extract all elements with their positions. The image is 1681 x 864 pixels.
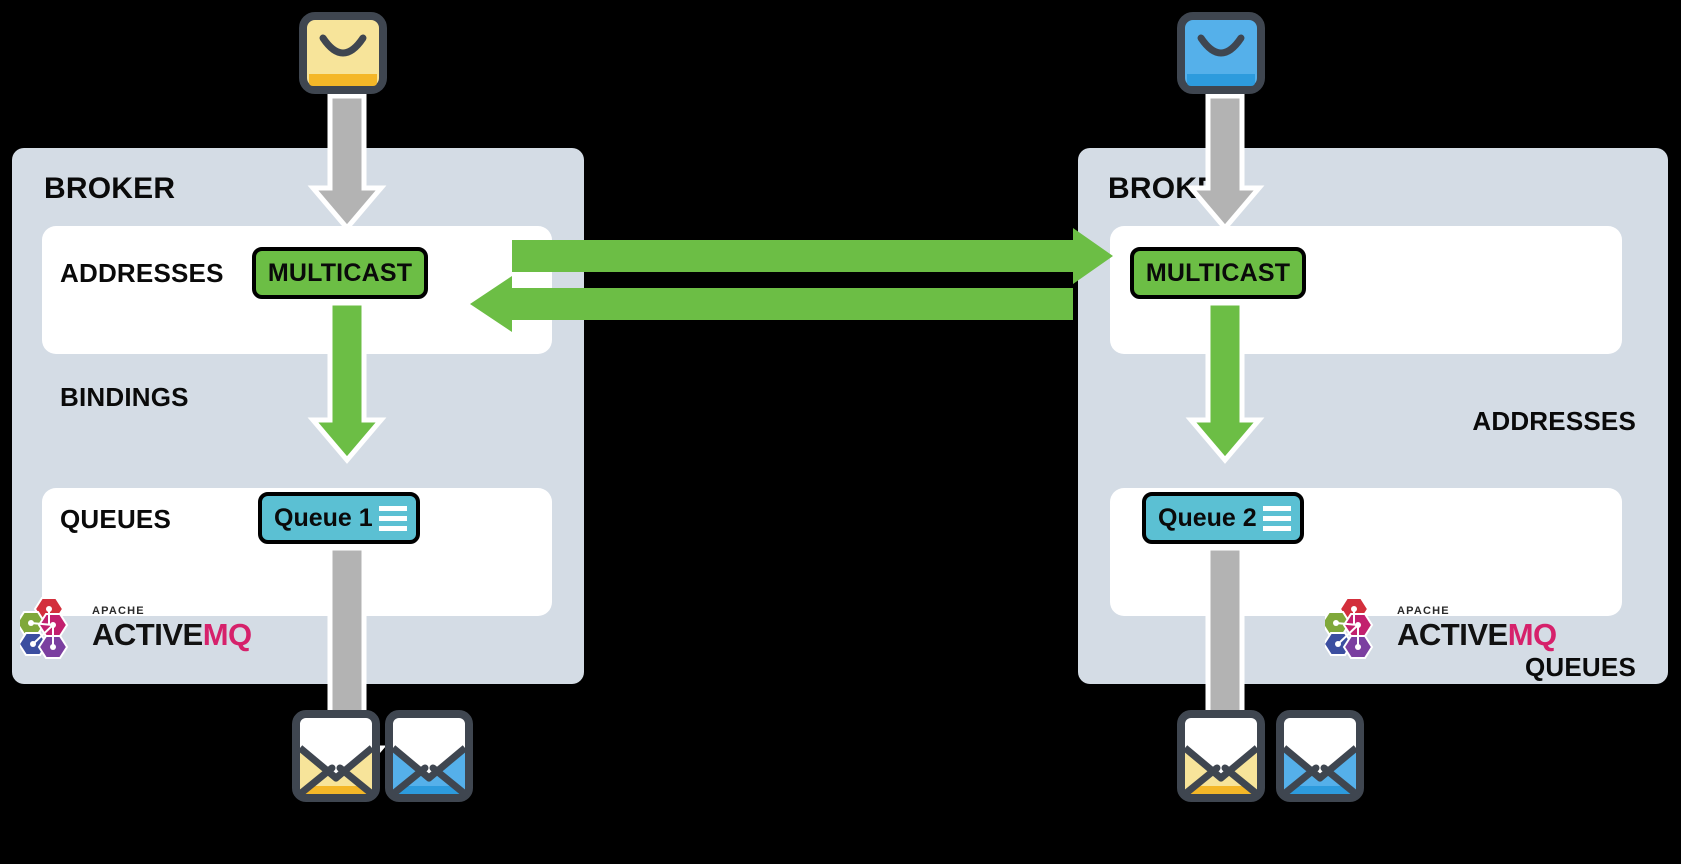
list-lines-icon: [378, 505, 407, 531]
label-queues-right: QUEUES: [1524, 652, 1636, 682]
logo-apache-text: APACHE: [1397, 605, 1450, 617]
list-lines-icon: [1262, 505, 1291, 531]
label-bindings-left: BINDINGS: [60, 382, 189, 412]
activemq-hex-mark-icon: [1325, 597, 1374, 659]
queue-chip-label-right: Queue 2: [1158, 503, 1257, 532]
label-addresses-right: ADDRESSES: [1472, 406, 1636, 436]
activemq-logo-right: APACHE ACTIVEMQ: [1325, 596, 1557, 660]
envelope-blue-icon: [1177, 12, 1265, 99]
activemq-hex-mark-icon: [20, 597, 69, 659]
label-queues-left: QUEUES: [60, 504, 172, 534]
logo-mq-text: MQ: [202, 617, 252, 652]
queue-chip-left[interactable]: Queue 1: [258, 492, 420, 544]
envelope-yellow-icon: [299, 12, 387, 99]
envelope-open-yellow-icon: [1177, 710, 1265, 807]
logo-active-text: ACTIVE: [1397, 617, 1508, 652]
queue-chip-right[interactable]: Queue 2: [1142, 492, 1304, 544]
logo-active-text: ACTIVE: [92, 617, 203, 652]
label-addresses-left: ADDRESSES: [60, 258, 224, 288]
queue-chip-label-left: Queue 1: [274, 503, 373, 532]
logo-apache-text: APACHE: [92, 605, 145, 617]
activemq-logo-left: APACHE ACTIVEMQ: [20, 596, 252, 660]
broker-title-left: BROKER: [44, 172, 176, 205]
envelope-open-blue-icon: [1276, 710, 1364, 807]
arrow-multicast-left-to-right: [512, 228, 1113, 284]
logo-mq-text: MQ: [1507, 617, 1557, 652]
envelope-open-blue-icon: [385, 710, 473, 807]
multicast-address-chip-right[interactable]: MULTICAST: [1130, 247, 1306, 299]
envelope-open-yellow-icon: [292, 710, 380, 807]
multicast-address-chip-left[interactable]: MULTICAST: [252, 247, 428, 299]
broker-title-right: BROKER: [1108, 172, 1240, 205]
